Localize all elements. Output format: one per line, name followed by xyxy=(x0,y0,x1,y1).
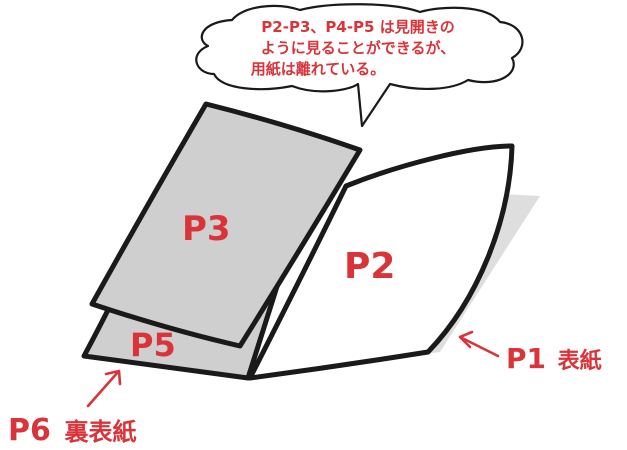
page-p2-label: P2 xyxy=(344,246,395,287)
page-p3-shape xyxy=(89,101,363,349)
back-cover-arrow-head xyxy=(104,369,122,386)
callout-line-3: 用紙は離れている。 xyxy=(251,60,386,78)
back-cover-page-number: P6 xyxy=(8,413,51,448)
callout-bubble: P2-P3、P4-P5 は見開きの ように見ることができるが、 用紙は離れている… xyxy=(195,3,524,128)
cover-page-number: P1 xyxy=(506,342,546,375)
back-cover-arrow-shaft xyxy=(86,370,120,408)
callout-line-1: P2-P3、P4-P5 は見開きの xyxy=(261,18,454,36)
page-p3-sheet: P3 xyxy=(89,101,363,349)
cover-label: P1 表紙 xyxy=(506,342,602,375)
page-p5-label: P5 xyxy=(130,326,176,364)
callout-line-2: ように見ることができるが、 xyxy=(261,39,455,57)
cover-arrow-head xyxy=(458,330,474,349)
cover-annotation: P1 表紙 xyxy=(458,330,602,375)
back-cover-label: P6 裏表紙 xyxy=(8,413,136,448)
page-p3-label: P3 xyxy=(182,209,231,249)
back-cover-text: 裏表紙 xyxy=(63,418,136,446)
cover-arrow-shaft xyxy=(460,336,500,358)
callout-bubble-shape xyxy=(195,3,524,128)
page-p2-shape xyxy=(247,143,515,381)
back-cover-annotation: P6 裏表紙 xyxy=(8,369,136,448)
page-p2-sheet: P2 xyxy=(247,143,515,381)
cover-text: 表紙 xyxy=(558,348,602,374)
